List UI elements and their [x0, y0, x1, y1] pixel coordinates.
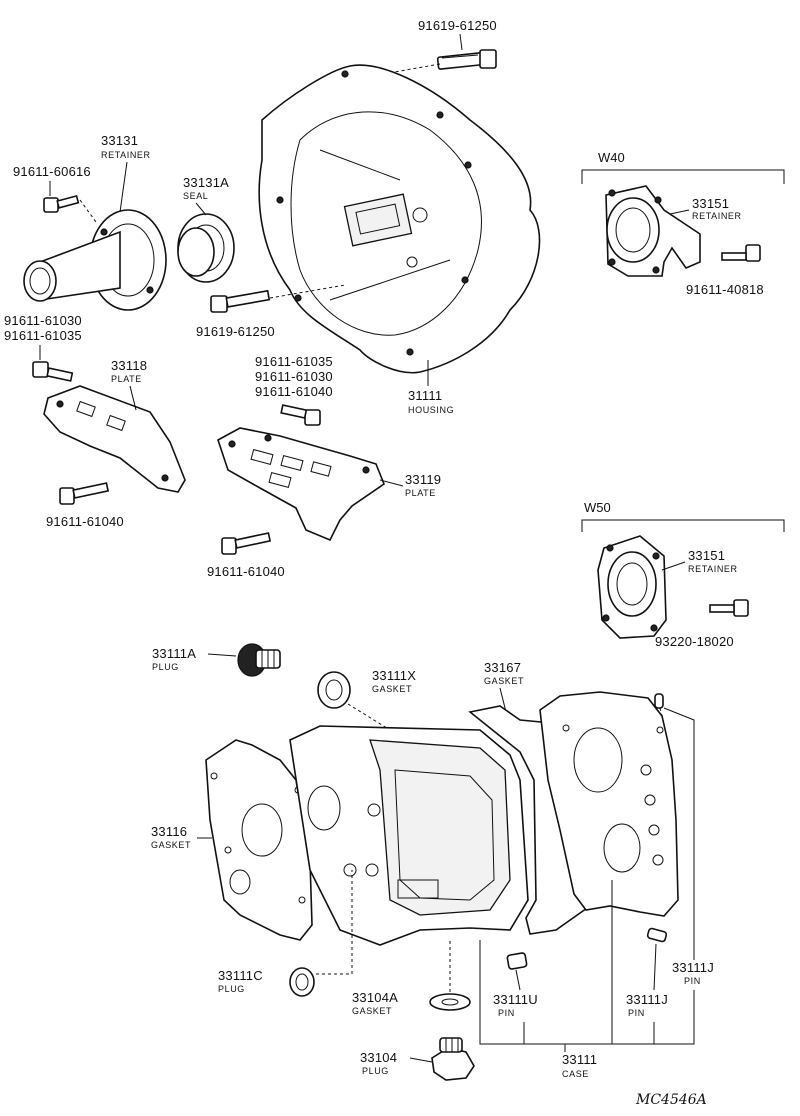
gasket-33104a-number: 33104A	[352, 990, 398, 1005]
group-w50-label: W50	[584, 500, 611, 515]
case-33111-caption: CASE	[562, 1069, 589, 1079]
pin-33111u-number: 33111U	[493, 992, 538, 1007]
plug-33104-caption: PLUG	[362, 1066, 389, 1076]
seal-33131a-caption: SEAL	[183, 191, 208, 201]
plate-33118-caption: PLATE	[111, 374, 142, 384]
pin-33111u-part	[506, 952, 528, 970]
bolt-set-left-part	[32, 361, 74, 382]
plug-33111c-part	[289, 967, 315, 997]
gasket-33167-number: 33167	[484, 660, 521, 675]
rear-plate-part	[539, 691, 679, 917]
retainer-33131-part	[23, 209, 167, 311]
retainer-w50-number: 33151	[688, 548, 725, 563]
retainer-33131-number: 33131	[101, 133, 138, 148]
plug-33111a-part	[237, 643, 281, 677]
retainer-w40-part	[605, 185, 701, 277]
retainer-w50-part	[597, 535, 667, 639]
retainer-33131-caption: RETAINER	[101, 150, 151, 160]
case-33111-part	[289, 725, 529, 946]
housing-31111-caption: HOUSING	[408, 405, 454, 415]
bolt-61040-b-part	[221, 532, 272, 555]
gasket-33167-caption: GASKET	[484, 676, 524, 686]
plug-33111c-number: 33111C	[218, 968, 263, 983]
bolt-61040-a-number: 91611-61040	[46, 514, 124, 529]
plate-33119-part	[217, 427, 385, 542]
gasket-33104a-part	[429, 993, 471, 1011]
gasket-33111x-part	[317, 671, 351, 709]
case-33111-number: 33111	[562, 1052, 597, 1067]
bolt-18020-part	[709, 599, 749, 617]
bolt-60616-number: 91611-60616	[13, 164, 91, 179]
bolt-set-right-line2: 91611-61030	[255, 369, 333, 384]
plate-33118-part	[43, 385, 186, 493]
pin-33111j-a-number: 33111J	[672, 960, 714, 975]
gasket-33111x-number: 33111X	[372, 668, 416, 683]
housing-31111-number: 31111	[408, 388, 442, 403]
pin-33111j-part	[646, 927, 668, 943]
gasket-33116-number: 33116	[151, 824, 187, 839]
bolt-61040-a-part	[59, 482, 110, 505]
bolt-set-right-part	[280, 404, 321, 426]
bolt-mid-part	[210, 289, 271, 313]
plug-33111a-caption: PLUG	[152, 662, 179, 672]
bolt-set-left-line1: 91611-61030	[4, 313, 82, 328]
retainer-w40-number: 33151	[692, 196, 729, 211]
reference-code: MC4546A	[635, 1092, 707, 1108]
housing-31111-part	[258, 64, 541, 374]
pin-top-part	[654, 693, 664, 709]
bolt-set-right-line1: 91611-61035	[255, 354, 333, 369]
bolt-top-part	[436, 49, 497, 70]
bolt-set-right-line3: 91611-61040	[255, 384, 333, 399]
pin-33111j-b-caption: PIN	[628, 1008, 645, 1018]
seal-33131a-number: 33131A	[183, 175, 229, 190]
plug-33104-part	[431, 1037, 475, 1081]
seal-33131a-part	[177, 213, 235, 283]
bolt-mid-number: 91619-61250	[196, 324, 275, 339]
bolt-set-left-line2: 91611-61035	[4, 328, 82, 343]
plate-33119-caption: PLATE	[405, 488, 436, 498]
plug-33111c-caption: PLUG	[218, 984, 245, 994]
plug-33111a-number: 33111A	[152, 646, 196, 661]
bolt-40818-number: 91611-40818	[686, 282, 764, 297]
retainer-w40-caption: RETAINER	[692, 211, 742, 221]
gasket-33111x-caption: GASKET	[372, 684, 412, 694]
plug-33104-number: 33104	[360, 1050, 397, 1065]
plate-33119-number: 33119	[405, 472, 441, 487]
bolt-18020-number: 93220-18020	[655, 634, 734, 649]
plate-33118-number: 33118	[111, 358, 147, 373]
gasket-33104a-caption: GASKET	[352, 1006, 392, 1016]
gasket-33116-caption: GASKET	[151, 840, 191, 850]
group-w40-label: W40	[598, 150, 625, 165]
bolt-61040-b-number: 91611-61040	[207, 564, 285, 579]
bolt-60616-part	[43, 194, 80, 213]
retainer-w50-caption: RETAINER	[688, 564, 738, 574]
pin-33111u-caption: PIN	[498, 1008, 515, 1018]
bolt-40818-part	[721, 244, 761, 262]
gasket-33116-part	[205, 739, 313, 941]
pin-33111j-b-number: 33111J	[626, 992, 668, 1007]
bolt-top-number: 91619-61250	[418, 18, 497, 33]
pin-33111j-a-caption: PIN	[684, 976, 701, 986]
